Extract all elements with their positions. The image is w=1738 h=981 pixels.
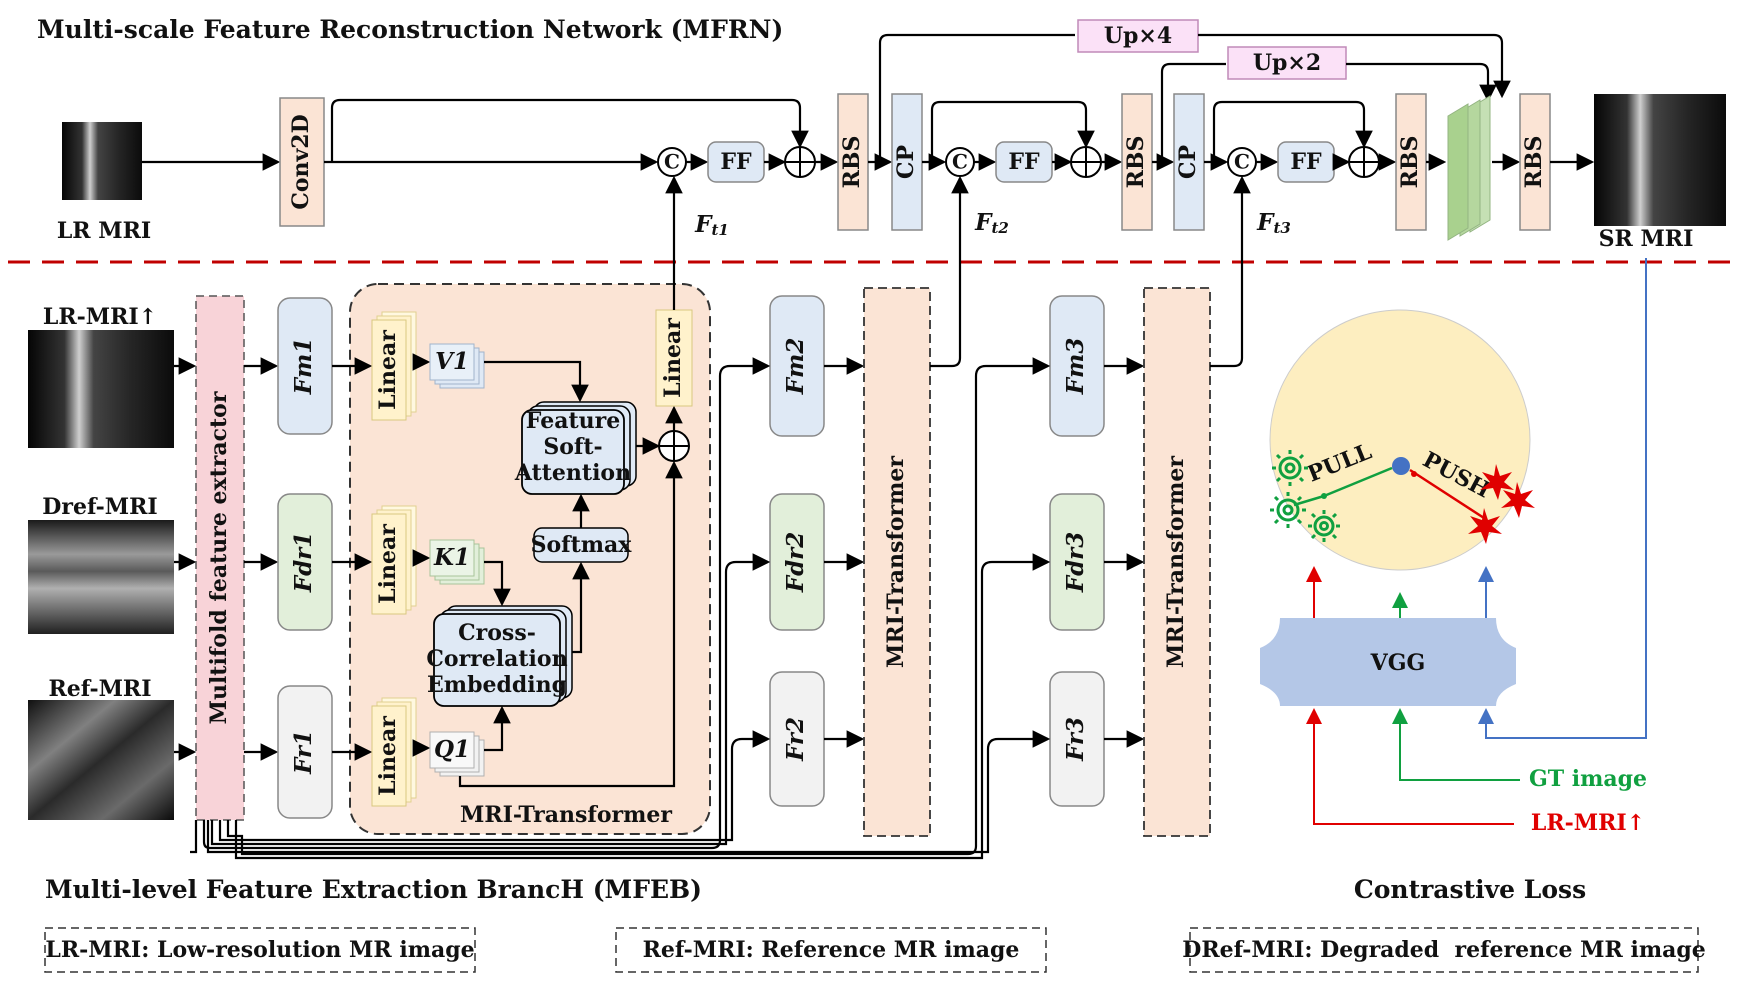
- cp-block-1: [891, 93, 923, 231]
- attention-label-line2: Soft-: [543, 434, 602, 460]
- cross-correlation-block: [433, 605, 573, 707]
- ff-label-1: FF: [720, 149, 752, 175]
- lr-mri-label: LR MRI: [57, 218, 151, 244]
- vgg-block: [1260, 618, 1516, 706]
- k1-block: [429, 539, 485, 585]
- legend-ref: Ref-MRI: Reference MR image: [643, 937, 1020, 963]
- fdr3-label: Fdr3: [1062, 532, 1089, 594]
- linear-v-block: [371, 311, 417, 421]
- linear-q-label: Linear: [375, 716, 401, 796]
- mri-transformer-3-label: MRI-Transformer: [1163, 456, 1189, 668]
- negative-star-icon: [1468, 508, 1502, 544]
- rbs-label-1: RBS: [839, 136, 865, 189]
- cross-label-line2: Correlation: [426, 646, 567, 672]
- ft2-label: Ft2: [974, 209, 1009, 237]
- negative-star-icon: [1480, 464, 1514, 500]
- input-lr-image: [28, 330, 174, 448]
- cp-label-1: CP: [893, 145, 919, 179]
- positive-gear-icon: [1308, 510, 1340, 542]
- anchor-point: [1392, 457, 1410, 475]
- ft3-label: Ft3: [1256, 209, 1291, 237]
- q1-block: [429, 731, 485, 777]
- input-dref-label: Dref-MRI: [42, 494, 157, 520]
- lr-mri-up-label: LR-MRI↑: [1531, 810, 1645, 836]
- legend-box-1: [44, 927, 476, 973]
- concat-label-2: C: [952, 150, 968, 174]
- v1-label: V1: [435, 348, 469, 375]
- rbs-block-4: [1519, 93, 1551, 231]
- cp-label-2: CP: [1175, 145, 1201, 179]
- concat-label-1: C: [664, 150, 680, 174]
- up2-label: Up×2: [1253, 50, 1321, 76]
- ft1-label: Ft1: [694, 211, 729, 239]
- fm3-label: Fm3: [1062, 338, 1089, 396]
- ff-label-3: FF: [1290, 149, 1322, 175]
- linear-q-block: [371, 697, 417, 807]
- fm2-label: Fm2: [782, 338, 809, 396]
- lr-mri-image: [62, 122, 142, 200]
- linear-k-block: [371, 505, 417, 615]
- rbs-label-4: RBS: [1521, 136, 1547, 189]
- attention-label-line3: Attention: [514, 460, 631, 486]
- ff-label-2: FF: [1008, 149, 1040, 175]
- mri-transformer-2: [863, 287, 931, 837]
- q1-label: Q1: [434, 736, 470, 763]
- linear-out-block: [655, 309, 693, 407]
- cross-label-line1: Cross-: [458, 620, 536, 646]
- mri-transformer-caption: MRI-Transformer: [460, 802, 672, 828]
- softmax-label: Softmax: [531, 532, 633, 558]
- gt-image-label: GT image: [1529, 766, 1647, 792]
- contrastive-title: Contrastive Loss: [1354, 875, 1586, 904]
- rbs-label-3: RBS: [1397, 136, 1423, 189]
- mfrn-title: Multi-scale Feature Reconstruction Netwo…: [37, 15, 783, 44]
- fdr2-label: Fdr2: [782, 532, 809, 594]
- attention-label-line1: Feature: [526, 408, 620, 434]
- conv2d-label: Conv2D: [288, 114, 314, 209]
- up4-label: Up×4: [1104, 23, 1172, 49]
- fm1-label: Fm1: [290, 338, 317, 396]
- linear-v-label: Linear: [375, 330, 401, 410]
- fdr1-label: Fdr1: [290, 532, 317, 594]
- rbs-label-2: RBS: [1123, 136, 1149, 189]
- k1-label: K1: [433, 544, 470, 571]
- concat-label-3: C: [1234, 150, 1250, 174]
- sr-mri-image: [1594, 94, 1726, 226]
- multifold-extractor: [195, 295, 245, 821]
- legend-box-3: [1189, 927, 1699, 973]
- mfeb-title: Multi-level Feature Extraction BrancH (M…: [45, 875, 702, 904]
- legend-dref: DRef-MRI: Degraded reference MR image: [1182, 937, 1706, 963]
- v1-block: [429, 343, 485, 389]
- cp-block-2: [1173, 93, 1205, 231]
- fr3-label: Fr3: [1062, 717, 1089, 762]
- positive-gear-icon: [1272, 450, 1308, 486]
- negative-star-icon: [1501, 482, 1535, 518]
- legend-lr: LR-MRI: Low-resolution MR image: [45, 937, 474, 963]
- legend-box-2: [615, 927, 1047, 973]
- rbs-block-3: [1395, 93, 1427, 231]
- multifold-extractor-label: Multifold feature extractor: [206, 391, 232, 724]
- up2-block: [1227, 46, 1347, 80]
- input-ref-image: [28, 700, 174, 820]
- input-lr-label: LR-MRI↑: [43, 304, 157, 330]
- cross-label-line3: Embedding: [427, 672, 567, 698]
- vgg-label: VGG: [1370, 650, 1426, 676]
- sr-mri-label: SR MRI: [1599, 226, 1694, 252]
- linear-out-label: Linear: [660, 318, 686, 398]
- positive-gear-icon: [1270, 492, 1306, 528]
- mri-transformer-2-label: MRI-Transformer: [883, 456, 909, 668]
- feature-stack: [1447, 95, 1491, 241]
- mri-transformer-3: [1143, 287, 1211, 837]
- fr2-label: Fr2: [782, 717, 809, 762]
- input-dref-image: [28, 520, 174, 634]
- feature-soft-attention-block: [521, 401, 637, 495]
- extractor-bus: [190, 357, 1051, 860]
- linear-k-label: Linear: [375, 524, 401, 604]
- input-ref-label: Ref-MRI: [48, 676, 151, 702]
- rbs-block-2: [1121, 93, 1153, 231]
- fr1-label: Fr1: [290, 730, 317, 775]
